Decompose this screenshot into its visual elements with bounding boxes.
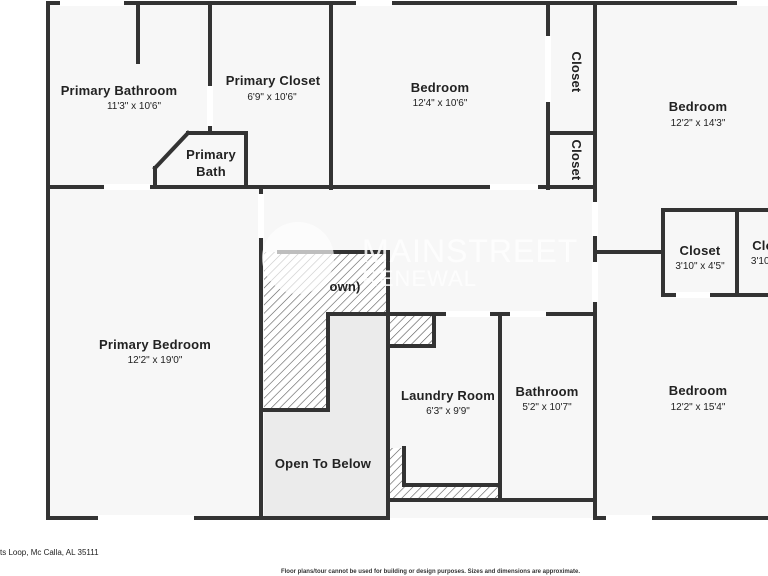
footer-disclaimer: Floor plans/tour cannot be used for buil… (280, 569, 580, 575)
label-primary-bathroom: Primary Bathroom (61, 83, 178, 98)
label-closet-right: Closet (680, 243, 721, 258)
openings (60, 1, 768, 521)
dim-primary-closet: 6'9" x 10'6" (247, 92, 297, 103)
label-closet-upper: Closet (569, 52, 584, 93)
dim-closet-right: 3'10" x 4'5" (675, 261, 725, 272)
label-bedroom-right-top: Bedroom (669, 99, 727, 114)
label-open-to-below: Open To Below (275, 456, 372, 471)
dim-primary-bathroom: 11'3" x 10'6" (107, 101, 162, 112)
dim-bedroom-top: 12'4" x 10'6" (413, 98, 468, 109)
label-closet-lower: Closet (569, 140, 584, 181)
watermark-line1: MAINSTREET (362, 233, 578, 269)
label-bedroom-top: Bedroom (411, 80, 469, 95)
label-stairs-partial: own) (329, 279, 360, 294)
watermark-logo-icon (262, 222, 334, 294)
label-closet-cut: Clo (752, 238, 768, 253)
label-primary-bedroom: Primary Bedroom (99, 337, 211, 352)
dim-closet-cut: 3'10" (751, 256, 768, 267)
dim-laundry-room: 6'3" x 9'9" (426, 406, 470, 417)
label-primary-closet: Primary Closet (226, 73, 321, 88)
watermark-line2: RENEWAL (362, 266, 477, 291)
label-primary-bath-line2: Bath (196, 164, 226, 179)
label-bedroom-right-bottom: Bedroom (669, 383, 727, 398)
laundry-hatch-top (390, 316, 432, 344)
dim-bathroom: 5'2" x 10'7" (522, 402, 572, 413)
floor-area (48, 3, 768, 518)
label-primary-bath-line1: Primary (186, 147, 236, 162)
label-bathroom: Bathroom (516, 384, 579, 399)
dim-bedroom-right-bottom: 12'2" x 15'4" (671, 402, 726, 413)
label-laundry-room: Laundry Room (401, 388, 495, 403)
footer-address: ts Loop, Mc Calla, AL 35111 (0, 548, 99, 557)
watermark: MAINSTREET RENEWAL (262, 222, 578, 294)
dim-bedroom-right-top: 12'2" x 14'3" (671, 118, 726, 129)
dim-primary-bedroom: 12'2" x 19'0" (128, 355, 183, 366)
